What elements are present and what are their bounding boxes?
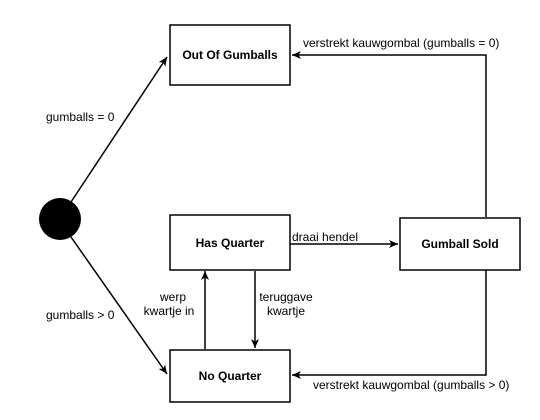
state-no-quarter: No Quarter <box>169 349 291 403</box>
edges <box>70 51 487 379</box>
initial-state-node <box>39 198 81 240</box>
transition-label-insert-quarter-line1: werp <box>159 290 186 304</box>
transition-label-gumballs-positive: gumballs > 0 <box>46 308 115 322</box>
state-out-of-gumballs-label: Out Of Gumballs <box>182 48 278 62</box>
transition-label-dispense-more: verstrekt kauwgombal (gumballs > 0) <box>313 378 509 392</box>
edge-initial-to-no-quarter <box>70 236 168 375</box>
edge-gumball-sold-to-out-of-gumballs <box>292 51 487 217</box>
transition-label-dispense-empty: verstrekt kauwgombal (gumballs = 0) <box>303 36 499 50</box>
transition-label-insert-quarter-line2: kwartje in <box>144 304 195 318</box>
transition-label-eject-quarter-line1: teruggave <box>259 290 313 304</box>
edge-initial-to-out-of-gumballs <box>70 56 168 203</box>
state-gumball-sold: Gumball Sold <box>399 217 521 271</box>
state-has-quarter-label: Has Quarter <box>196 236 265 250</box>
state-out-of-gumballs: Out Of Gumballs <box>169 24 291 86</box>
transition-label-turn-crank: draai hendel <box>292 230 358 244</box>
state-has-quarter: Has Quarter <box>169 214 291 271</box>
edge-gumball-sold-to-no-quarter <box>292 270 487 379</box>
state-no-quarter-label: No Quarter <box>199 369 262 383</box>
transition-label-eject-quarter-line2: kwartje <box>267 304 305 318</box>
transition-label-gumballs-zero: gumballs = 0 <box>46 110 115 124</box>
state-gumball-sold-label: Gumball Sold <box>421 237 498 251</box>
